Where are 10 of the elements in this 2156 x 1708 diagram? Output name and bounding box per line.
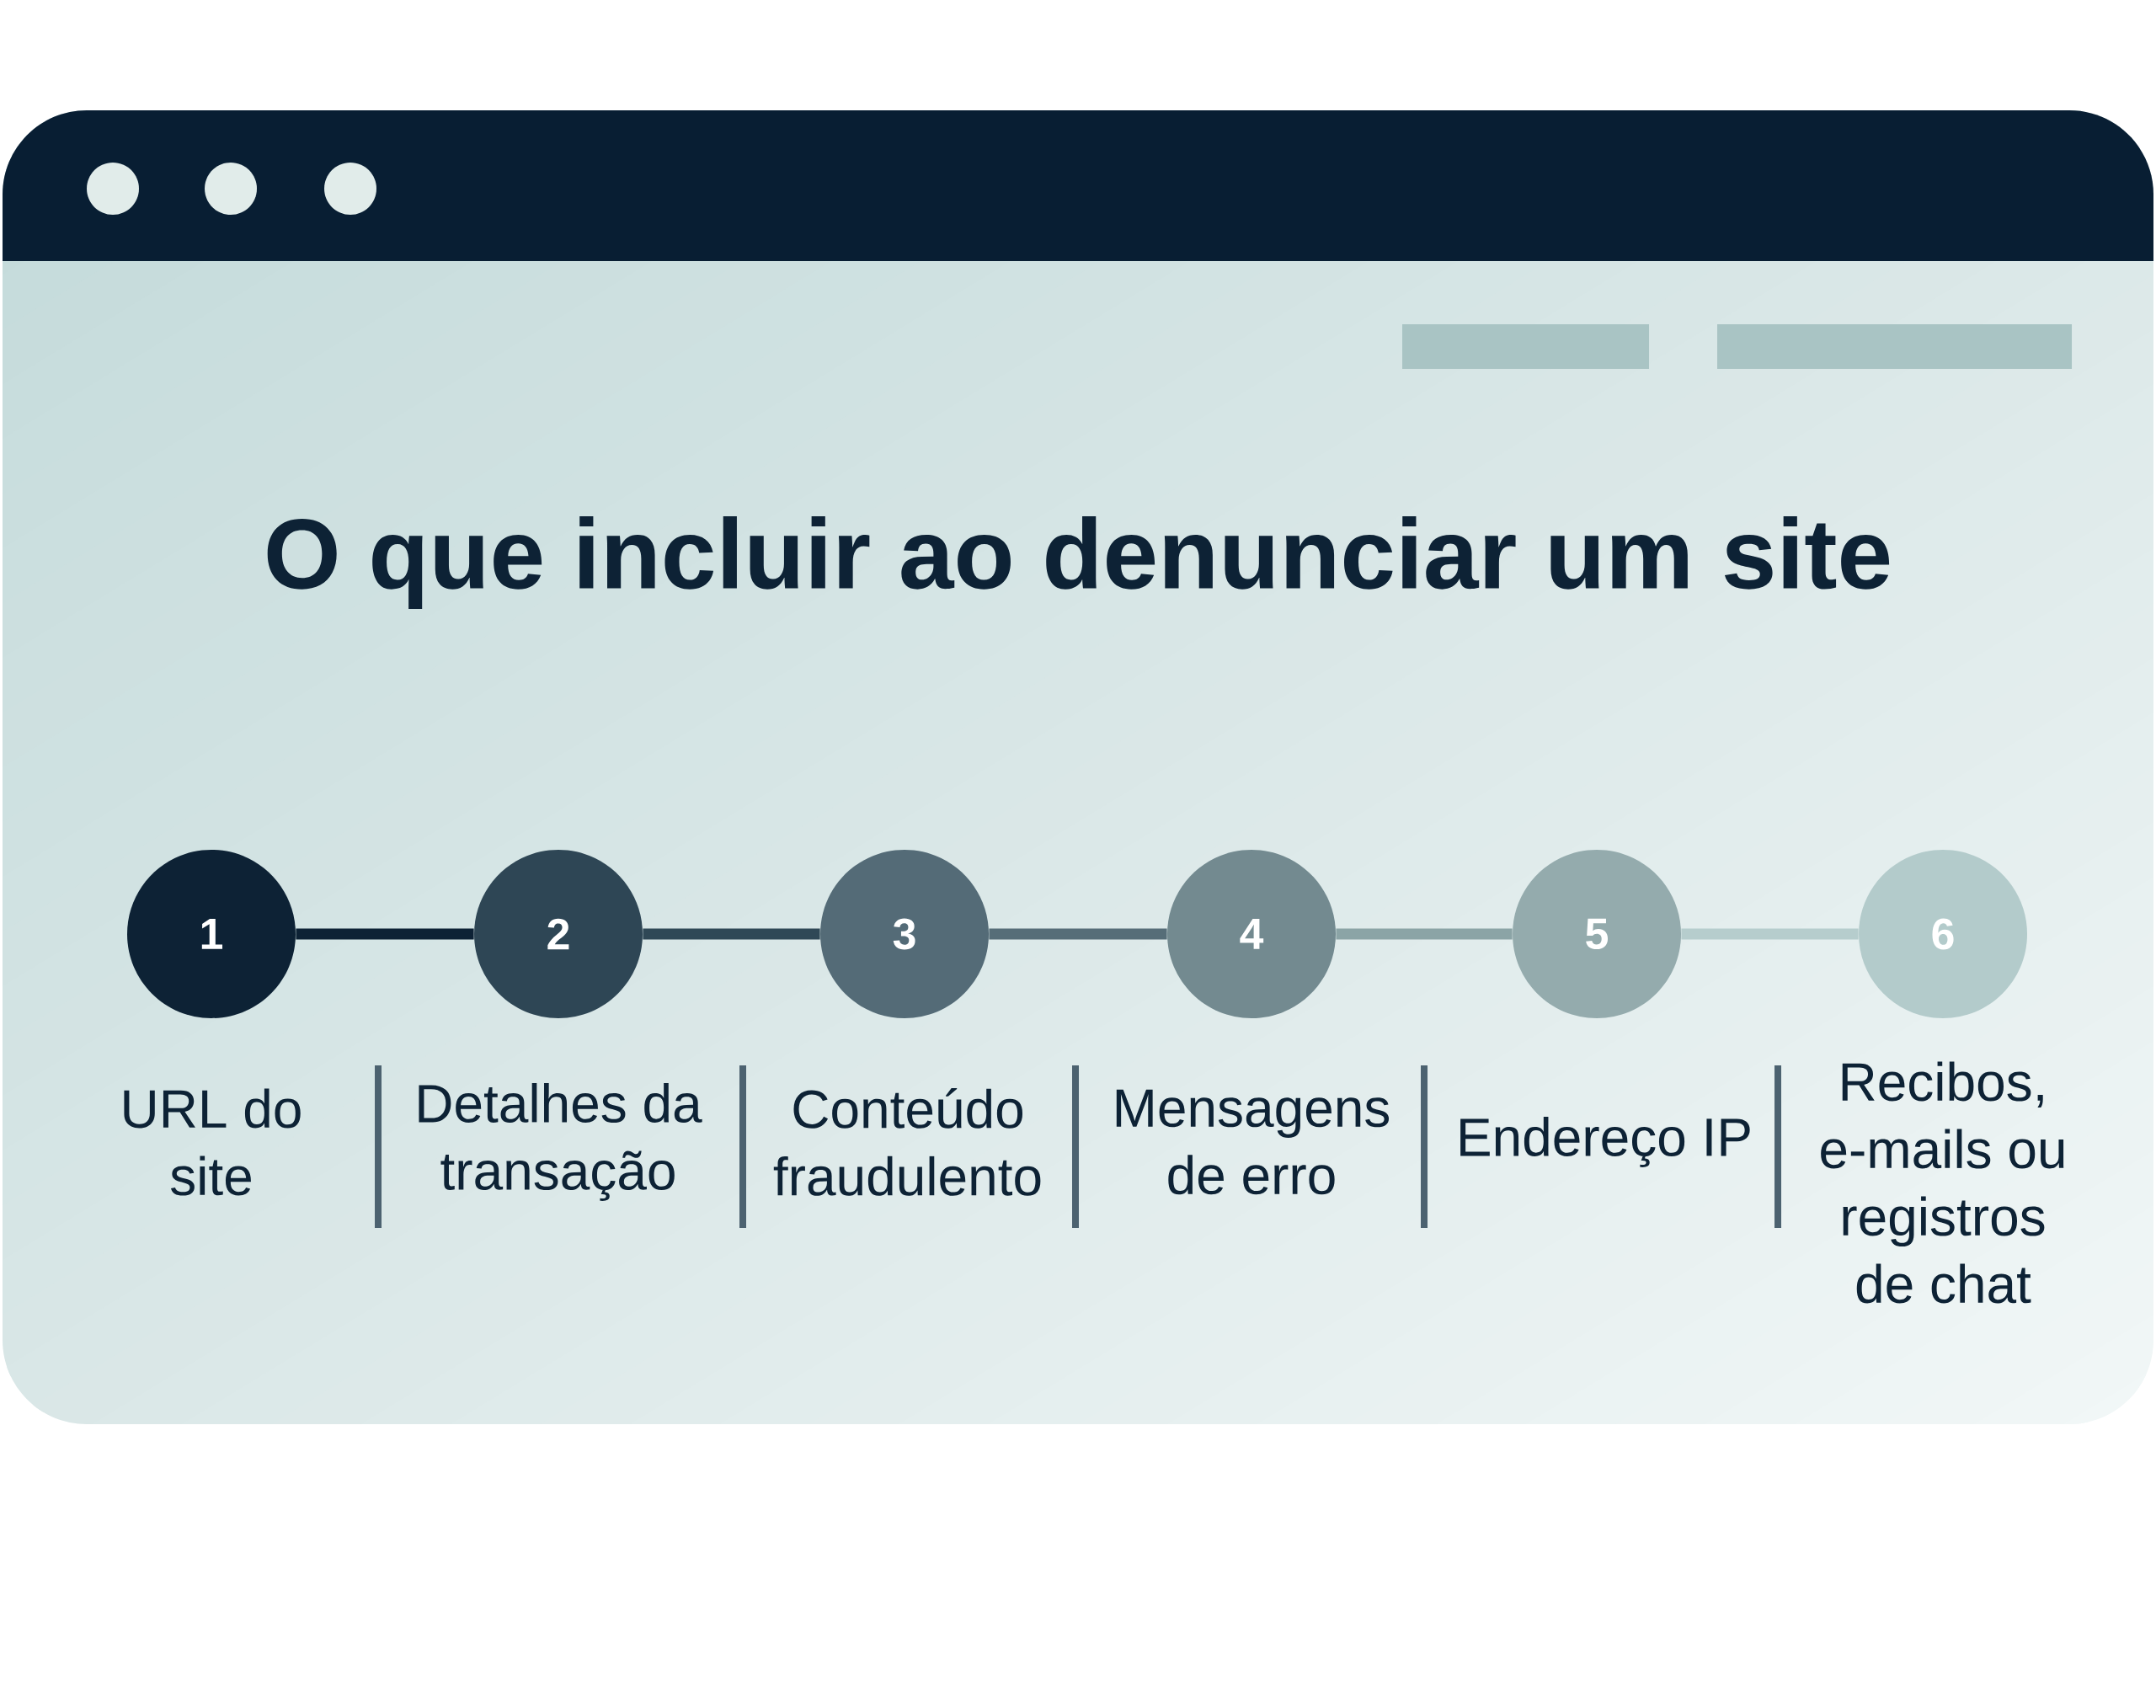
step-label: Detalhes da transação: [419, 1083, 702, 1201]
step-label: URL do site: [124, 1088, 301, 1196]
title: O que incluir ao denunciar um site: [267, 516, 1890, 609]
connector-line: [989, 928, 1167, 940]
connector-line: [643, 928, 820, 940]
step-label: Conteúdo fraudulento: [773, 1088, 1041, 1196]
step-label: Recibos, e-mails ou registros de chat: [1821, 1061, 2064, 1304]
connector-line: [1336, 928, 1513, 940]
step-label: Mensagens de erro: [1116, 1089, 1390, 1195]
step-label: Endereço IP: [1460, 1117, 1750, 1167]
